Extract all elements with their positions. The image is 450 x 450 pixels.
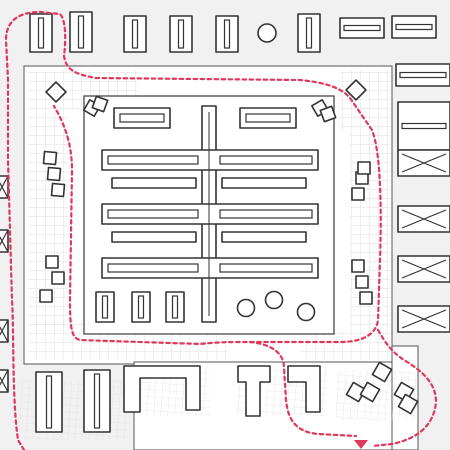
left-rack-2	[0, 229, 9, 253]
top-shelf-1	[29, 13, 53, 53]
aisle-shelf-right-inner-3	[219, 263, 313, 273]
aisle-shelf-2	[101, 203, 319, 225]
crate-lower-right-2	[359, 381, 381, 403]
top-shelf-6	[297, 13, 321, 53]
crate-left-top-c	[91, 95, 109, 113]
right-rack-cross-1	[401, 153, 447, 173]
top-right-counter-inner	[245, 113, 291, 123]
route-line-right	[370, 328, 438, 448]
right-shelf-2	[397, 101, 450, 151]
crate-right-mid-2	[351, 187, 365, 201]
crate-right-low-3	[359, 291, 373, 305]
aisle-shelf-left-inner-1	[107, 155, 199, 165]
left-wall-units	[0, 175, 9, 393]
platform-small-shelf-3	[165, 291, 185, 323]
crate-left-top	[45, 81, 67, 103]
mid-shelf-1	[111, 177, 197, 189]
crate-right-low-2	[355, 275, 369, 289]
crate-right-top-b	[319, 105, 337, 123]
top-left-counter-inner	[119, 113, 165, 123]
right-shelf-1-inner	[399, 71, 447, 79]
left-rack-1	[0, 175, 9, 199]
crate-left-low-3	[39, 289, 53, 303]
mid-shelf-4	[221, 231, 307, 243]
top-shelf-row	[29, 11, 437, 53]
top-shelf-2-inner	[77, 15, 85, 49]
right-rack-4	[397, 305, 450, 333]
aisle-shelf-left-inner-3	[107, 263, 199, 273]
right-shelf-1	[395, 63, 450, 87]
route-line	[4, 10, 382, 450]
top-shelf-5	[215, 15, 239, 53]
aisle-shelf-1	[101, 149, 319, 171]
right-rack-cross-4	[401, 309, 447, 329]
aisle-shelf-right-inner-1	[219, 155, 313, 165]
aisle-shelf-3	[101, 257, 319, 279]
central-shelving-spine	[101, 105, 319, 323]
top-round-table	[257, 23, 277, 43]
bottom-furniture	[35, 291, 321, 433]
top-left-counter	[113, 107, 171, 129]
round-table-1	[236, 298, 256, 318]
bottom-left-shelf-1-inner	[45, 375, 53, 429]
round-table-2	[264, 290, 284, 310]
mid-shelf-2	[111, 231, 197, 243]
display-crates	[39, 79, 419, 415]
crate-right-top	[345, 79, 367, 101]
top-right-shelf-a-inner	[343, 24, 381, 32]
left-rack-4	[0, 369, 9, 393]
crate-right-low-1	[351, 259, 365, 273]
top-right-shelf-b	[391, 15, 437, 39]
left-rack-cross-2	[0, 229, 9, 253]
platform-small-shelf-2-inner	[137, 295, 145, 319]
top-shelf-4	[169, 15, 193, 53]
crate-left-mid-1	[42, 150, 58, 166]
platform-small-shelf-2	[131, 291, 151, 323]
round-tables	[236, 290, 316, 322]
platform-small-shelf-3-inner	[171, 295, 179, 319]
crate-right-mid-3	[357, 161, 371, 175]
aisle-shelf-left-inner-2	[107, 209, 199, 219]
round-table-3	[296, 302, 316, 322]
platform-small-shelf-1	[95, 291, 115, 323]
left-rack-cross-1	[0, 175, 9, 199]
right-shelf-2-inner	[401, 122, 447, 130]
aisle-shelf-right-inner-2	[219, 209, 313, 219]
crate-left-mid-3	[50, 182, 66, 198]
top-shelf-3	[123, 15, 147, 53]
bottom-l-counter-a	[237, 365, 271, 417]
crate-left-low-1	[45, 255, 59, 269]
right-wall-shelves	[395, 63, 450, 333]
destination-marker-icon	[354, 440, 368, 449]
crate-left-mid-2	[46, 166, 62, 182]
bottom-left-shelf-1	[35, 371, 63, 433]
crate-left-low-2	[51, 271, 65, 285]
left-rack-cross-3	[0, 319, 9, 343]
top-shelf-6-inner	[305, 17, 313, 49]
mid-shelf-3	[221, 177, 307, 189]
top-right-shelf-b-inner	[395, 23, 433, 31]
left-rack-cross-4	[0, 369, 9, 393]
crate-lower-right-3	[371, 361, 393, 383]
top-shelf-1-inner	[37, 17, 45, 49]
right-rack-cross-3	[401, 259, 447, 279]
top-right-shelf-a	[339, 17, 385, 39]
bottom-l-counter-b	[287, 365, 321, 413]
top-right-counter	[239, 107, 297, 129]
crate-lower-right-5	[397, 393, 419, 415]
top-shelf-4-inner	[177, 19, 185, 49]
top-shelf-3-inner	[131, 19, 139, 49]
bottom-left-shelf-2-inner	[93, 373, 101, 429]
right-rack-cross-2	[401, 209, 447, 229]
route-line-lower	[248, 340, 358, 438]
left-rack-3	[0, 319, 9, 343]
bottom-left-shelf-2	[83, 369, 111, 433]
bottom-u-counter	[123, 365, 201, 413]
top-shelf-5-inner	[223, 19, 231, 49]
platform-small-shelf-1-inner	[101, 295, 109, 319]
top-shelf-2	[69, 11, 93, 53]
